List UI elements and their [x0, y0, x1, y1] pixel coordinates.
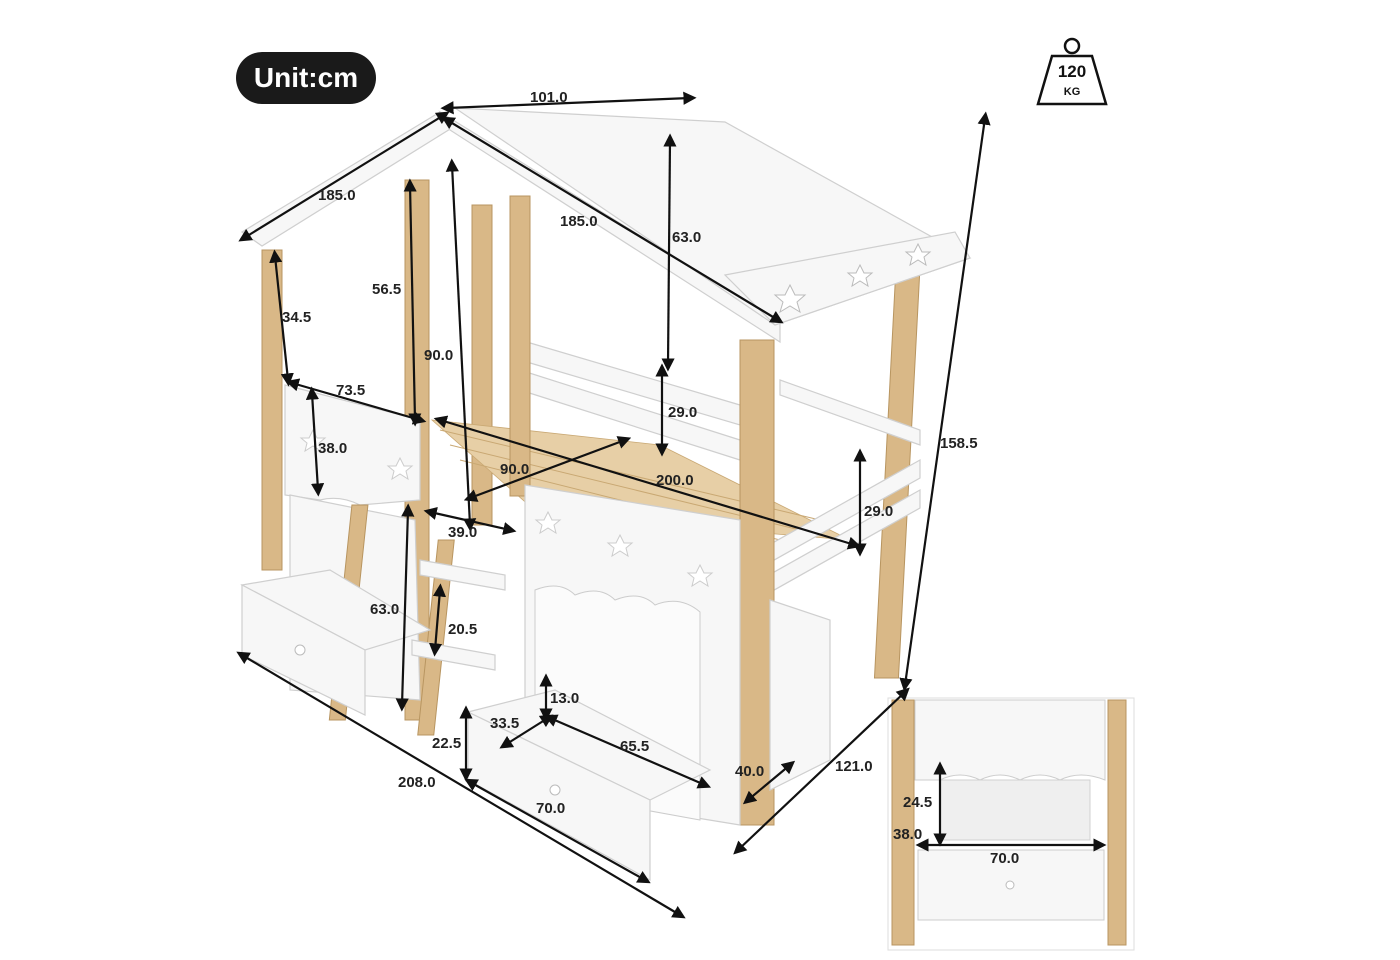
label-inner-height: 90.0: [424, 347, 453, 364]
label-drawer-depth: 33.5: [490, 715, 519, 732]
right-drawer-knob: [549, 784, 561, 796]
back-left-post: [471, 204, 493, 526]
left-drawer-knob: [294, 644, 306, 656]
label-mattress-length: 200.0: [656, 472, 694, 489]
inset-post-left: [891, 699, 915, 946]
inset-panel: [914, 699, 1106, 781]
inset-shelf: [939, 779, 1091, 841]
weight-icon: 120 KG: [1036, 37, 1108, 106]
label-base-depth: 40.0: [735, 763, 764, 780]
label-drawer-width: 70.0: [536, 800, 565, 817]
label-roof-height: 63.0: [672, 229, 701, 246]
label-under-height: 63.0: [370, 601, 399, 618]
inset-view: [887, 697, 1135, 951]
label-roof-side-slope: 185.0: [560, 213, 598, 230]
label-step-spacing: 20.5: [448, 621, 477, 638]
label-side-rail-height: 29.0: [864, 503, 893, 520]
label-front-panel-width: 73.5: [336, 382, 365, 399]
label-roof-front-slope: 185.0: [318, 187, 356, 204]
label-rail-height: 29.0: [668, 404, 697, 421]
label-total-height: 158.5: [940, 435, 978, 452]
label-total-width: 121.0: [835, 758, 873, 775]
dimension-lines: [236, 91, 1107, 919]
weight-value: 120: [1058, 62, 1086, 81]
label-front-post-gap: 34.5: [282, 309, 311, 326]
label-roof-width: 101.0: [530, 89, 568, 106]
label-post-height-upper: 56.5: [372, 281, 401, 298]
label-total-length: 208.0: [398, 774, 436, 791]
label-drawer-inner-height: 13.0: [550, 690, 579, 707]
back-mid-post: [509, 195, 531, 497]
weight-unit: KG: [1064, 86, 1081, 98]
label-inset-cabinet-height: 38.0: [893, 826, 922, 843]
label-drawer-height: 22.5: [432, 735, 461, 752]
label-inset-shelf-height: 24.5: [903, 794, 932, 811]
front-panel-left: [284, 384, 421, 506]
label-front-panel-height: 38.0: [318, 440, 347, 457]
dimension-labels: 101.0 185.0 185.0 63.0 56.5 34.5 90.0 73…: [282, 89, 1019, 867]
side-cabinet: [769, 599, 831, 791]
label-mattress-width: 90.0: [500, 461, 529, 478]
label-drawer-inner-width: 65.5: [620, 738, 649, 755]
label-ladder-width: 39.0: [448, 524, 477, 541]
label-inset-drawer-width: 70.0: [990, 850, 1019, 867]
inset-drawer-knob: [1005, 880, 1015, 890]
unit-badge: Unit:cm: [236, 52, 376, 104]
front-right-post: [739, 339, 775, 826]
inset-post-right: [1107, 699, 1127, 946]
